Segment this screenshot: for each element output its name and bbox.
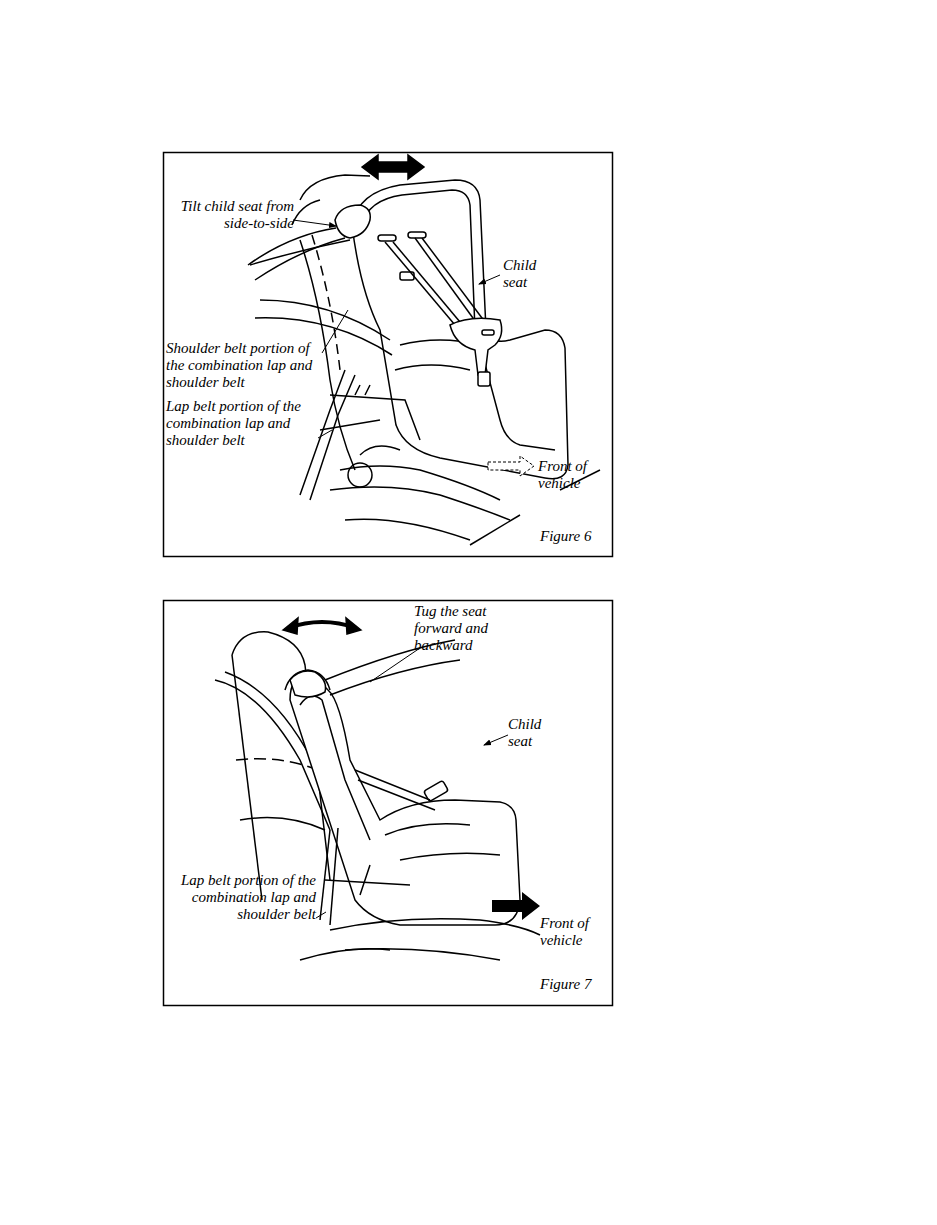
part-label: Child seat [508, 716, 550, 750]
instruction-label: Tilt child seat from side-to-side [166, 198, 294, 232]
direction-label: Front of vehicle [540, 915, 610, 949]
part-label: Lap belt portion of the combination lap … [166, 872, 316, 923]
figure-number: Figure 7 [540, 976, 606, 993]
part-label: Shoulder belt portion of the combination… [166, 340, 324, 391]
part-label: Child seat [503, 257, 545, 291]
direction-arrow [488, 456, 534, 476]
direction-arrow [492, 892, 540, 920]
leader-line [316, 648, 508, 918]
figure-frame [164, 601, 613, 1006]
figure-number: Figure 6 [540, 528, 606, 545]
figure-frame [164, 153, 613, 557]
instruction-label: Tug the seat forward and backward [414, 603, 510, 654]
part-label: Lap belt portion of the combination lap … [166, 398, 324, 449]
direction-label: Front of vehicle [538, 458, 608, 492]
leader-line [293, 220, 500, 438]
